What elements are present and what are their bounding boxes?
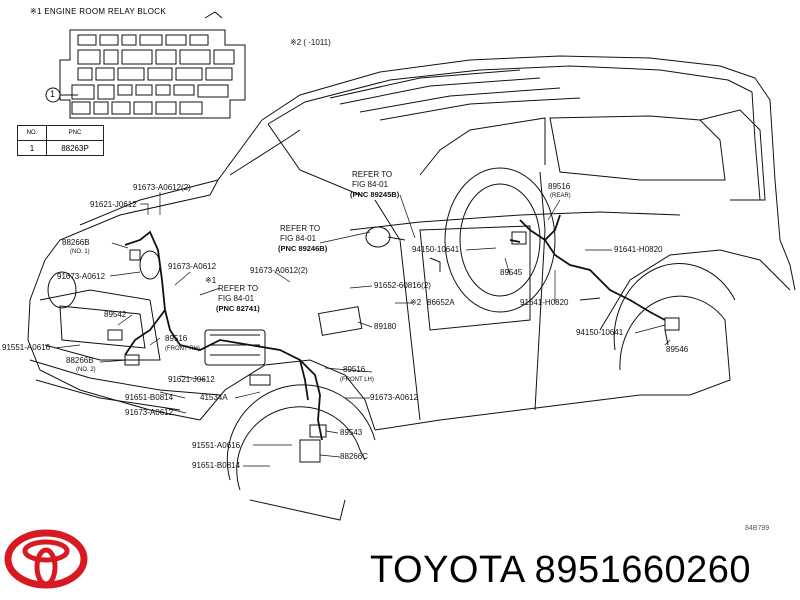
table-row: 1 88263P xyxy=(17,140,104,156)
part-label: 94150-10641 xyxy=(412,245,460,254)
part-label: 89542 xyxy=(104,310,127,319)
part-label: 91673-A0612 xyxy=(370,393,419,402)
part-label: 91621-J0612 xyxy=(90,200,137,209)
part-label: 89545 xyxy=(500,268,523,277)
part-label: 91652-60816(2) xyxy=(374,281,431,290)
part-label: 89516 xyxy=(548,182,571,191)
part-label: 89516 xyxy=(343,365,366,374)
part-label: 91673-A0612(2) xyxy=(133,183,191,192)
part-label: 91651-B0814 xyxy=(192,461,241,470)
part-label: 91673-A0612(2) xyxy=(250,266,308,275)
relay-callout-number: 1 xyxy=(50,89,56,99)
pnc-table: NO. PNC 1 88263P xyxy=(17,125,104,156)
part-label: 86652A xyxy=(427,298,455,307)
part-label: ※2 xyxy=(410,298,422,307)
part-sublabel: (FRONT RH) xyxy=(165,346,200,352)
wire-harness xyxy=(124,214,666,441)
refer-to-3-line1: REFER TO xyxy=(218,284,259,293)
leader-lines xyxy=(54,192,671,467)
part-label: 94150-10641 xyxy=(576,328,624,337)
pnc-table-header: NO. PNC xyxy=(17,125,104,141)
refer-to-2-line2: FIG 84-01 xyxy=(280,234,317,243)
component-drawings xyxy=(107,226,680,463)
relay-block-drawing xyxy=(45,29,246,119)
part-label: 89516 xyxy=(165,334,188,343)
part-label: ※1 xyxy=(205,276,217,285)
refer-to-2-line1: REFER TO xyxy=(280,224,321,233)
toyota-emblem-icon xyxy=(4,529,88,589)
table-cell-pnc: 88263P xyxy=(46,140,104,156)
relay-block-title: ※1 ENGINE ROOM RELAY BLOCK xyxy=(30,7,167,16)
part-label: 91641-H0820 xyxy=(614,245,663,254)
part-label: 91673-A0612 xyxy=(57,272,106,281)
part-sublabel: (NO. 1) xyxy=(70,249,90,255)
figure-code: 84B799 xyxy=(745,525,770,532)
refer-to-2-line3: (PNC 89246B) xyxy=(278,244,328,253)
part-label: 89546 xyxy=(666,345,689,354)
note-top: ※2 ( -1011) xyxy=(290,38,331,47)
part-label: 88266B xyxy=(62,238,90,247)
part-label: 91651-B0814 xyxy=(125,393,174,402)
part-label: 41534A xyxy=(200,393,228,402)
part-label: 91673-A0612 xyxy=(125,408,174,417)
part-sublabel: (NO. 2) xyxy=(76,367,96,373)
refer-to-3-line3: (PNC 82741) xyxy=(216,304,260,313)
part-label: 89180 xyxy=(374,322,397,331)
refer-to-1-line3: (PNC 89245B) xyxy=(350,190,400,199)
part-label: 88266C xyxy=(340,452,369,461)
part-label: 88266B xyxy=(66,356,94,365)
refer-to-1-line1: REFER TO xyxy=(352,170,393,179)
part-label: 91673-A0612 xyxy=(168,262,217,271)
table-header-no: NO. xyxy=(17,125,47,141)
part-label: 91641-H0820 xyxy=(520,298,569,307)
refer-to-1-line2: FIG 84-01 xyxy=(352,180,389,189)
part-label: 91551-A0616 xyxy=(2,343,51,352)
part-label: 91621-J0612 xyxy=(168,375,215,384)
vehicle-outline xyxy=(27,55,796,521)
table-header-pnc: PNC xyxy=(46,125,104,141)
table-cell-no: 1 xyxy=(17,140,47,156)
part-sublabel: (REAR) xyxy=(550,193,571,199)
part-sublabel: (FRONT LH) xyxy=(340,377,374,383)
brand-part-number: TOYOTA 8951660260 xyxy=(370,549,752,591)
part-label: 91551-A0616 xyxy=(192,441,241,450)
part-label: 89543 xyxy=(340,428,363,437)
refer-to-3-line2: FIG 84-01 xyxy=(218,294,255,303)
